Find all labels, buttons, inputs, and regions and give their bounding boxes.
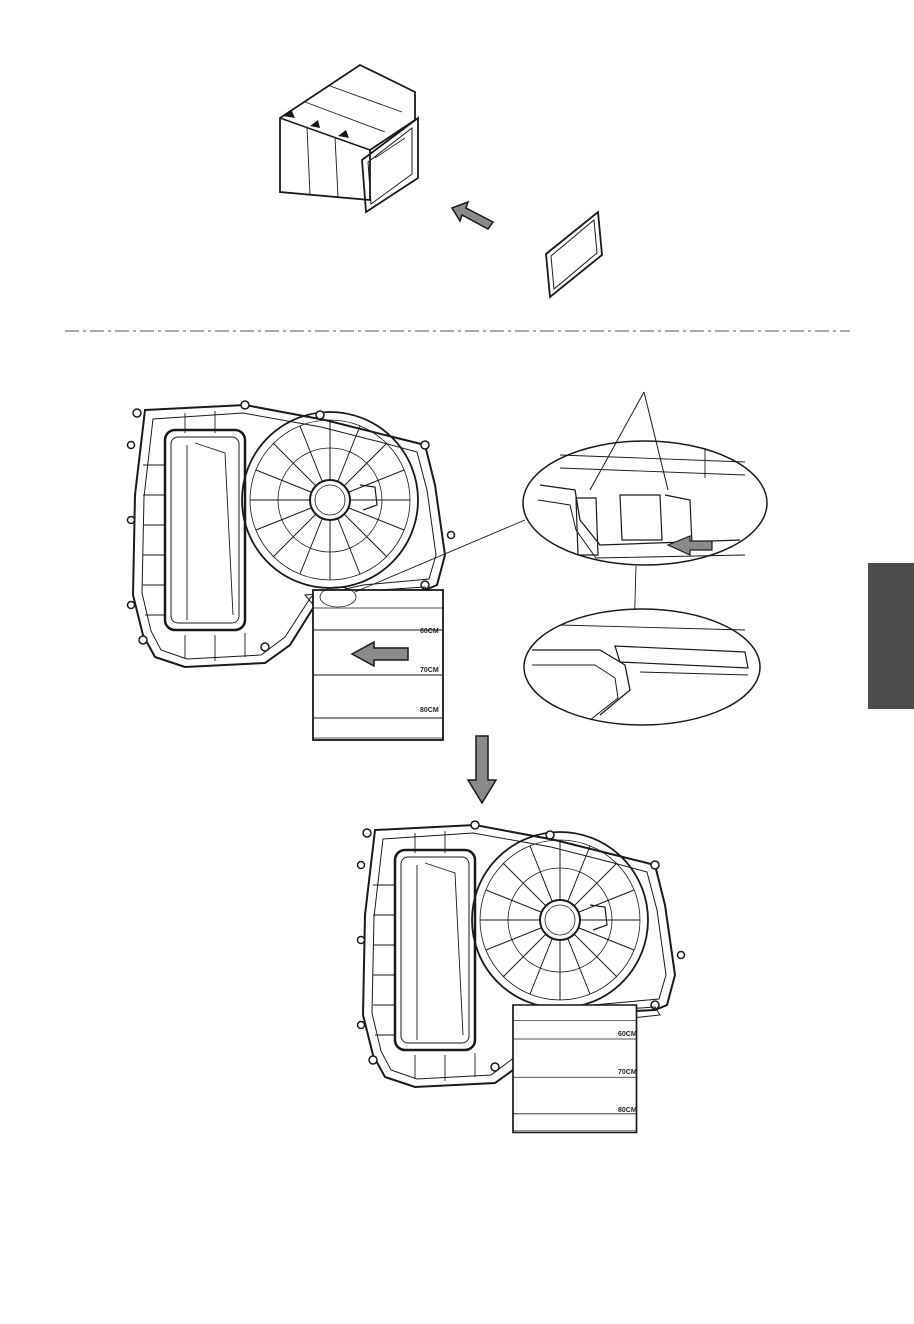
duct-scale-label-70-after: 70CM (618, 1069, 637, 1076)
duct-scale-label-60: 60CM (420, 628, 439, 635)
page-side-tab (868, 563, 914, 709)
detail-view-clips (523, 441, 767, 565)
gasket-frame (546, 212, 602, 297)
duct-scale-label-70: 70CM (420, 667, 439, 674)
duct-extension-before (313, 590, 443, 740)
duct-scale-label-80-after: 80CM (618, 1107, 637, 1114)
duct-box-illustration (280, 65, 418, 212)
duct-scale-label-80: 80CM (420, 707, 439, 714)
detail-view-locked (524, 609, 760, 725)
arrow-down-icon (468, 736, 496, 803)
duct-scale-label-60-after: 60CM (618, 1031, 637, 1038)
arrow-up-left-icon (452, 202, 493, 229)
